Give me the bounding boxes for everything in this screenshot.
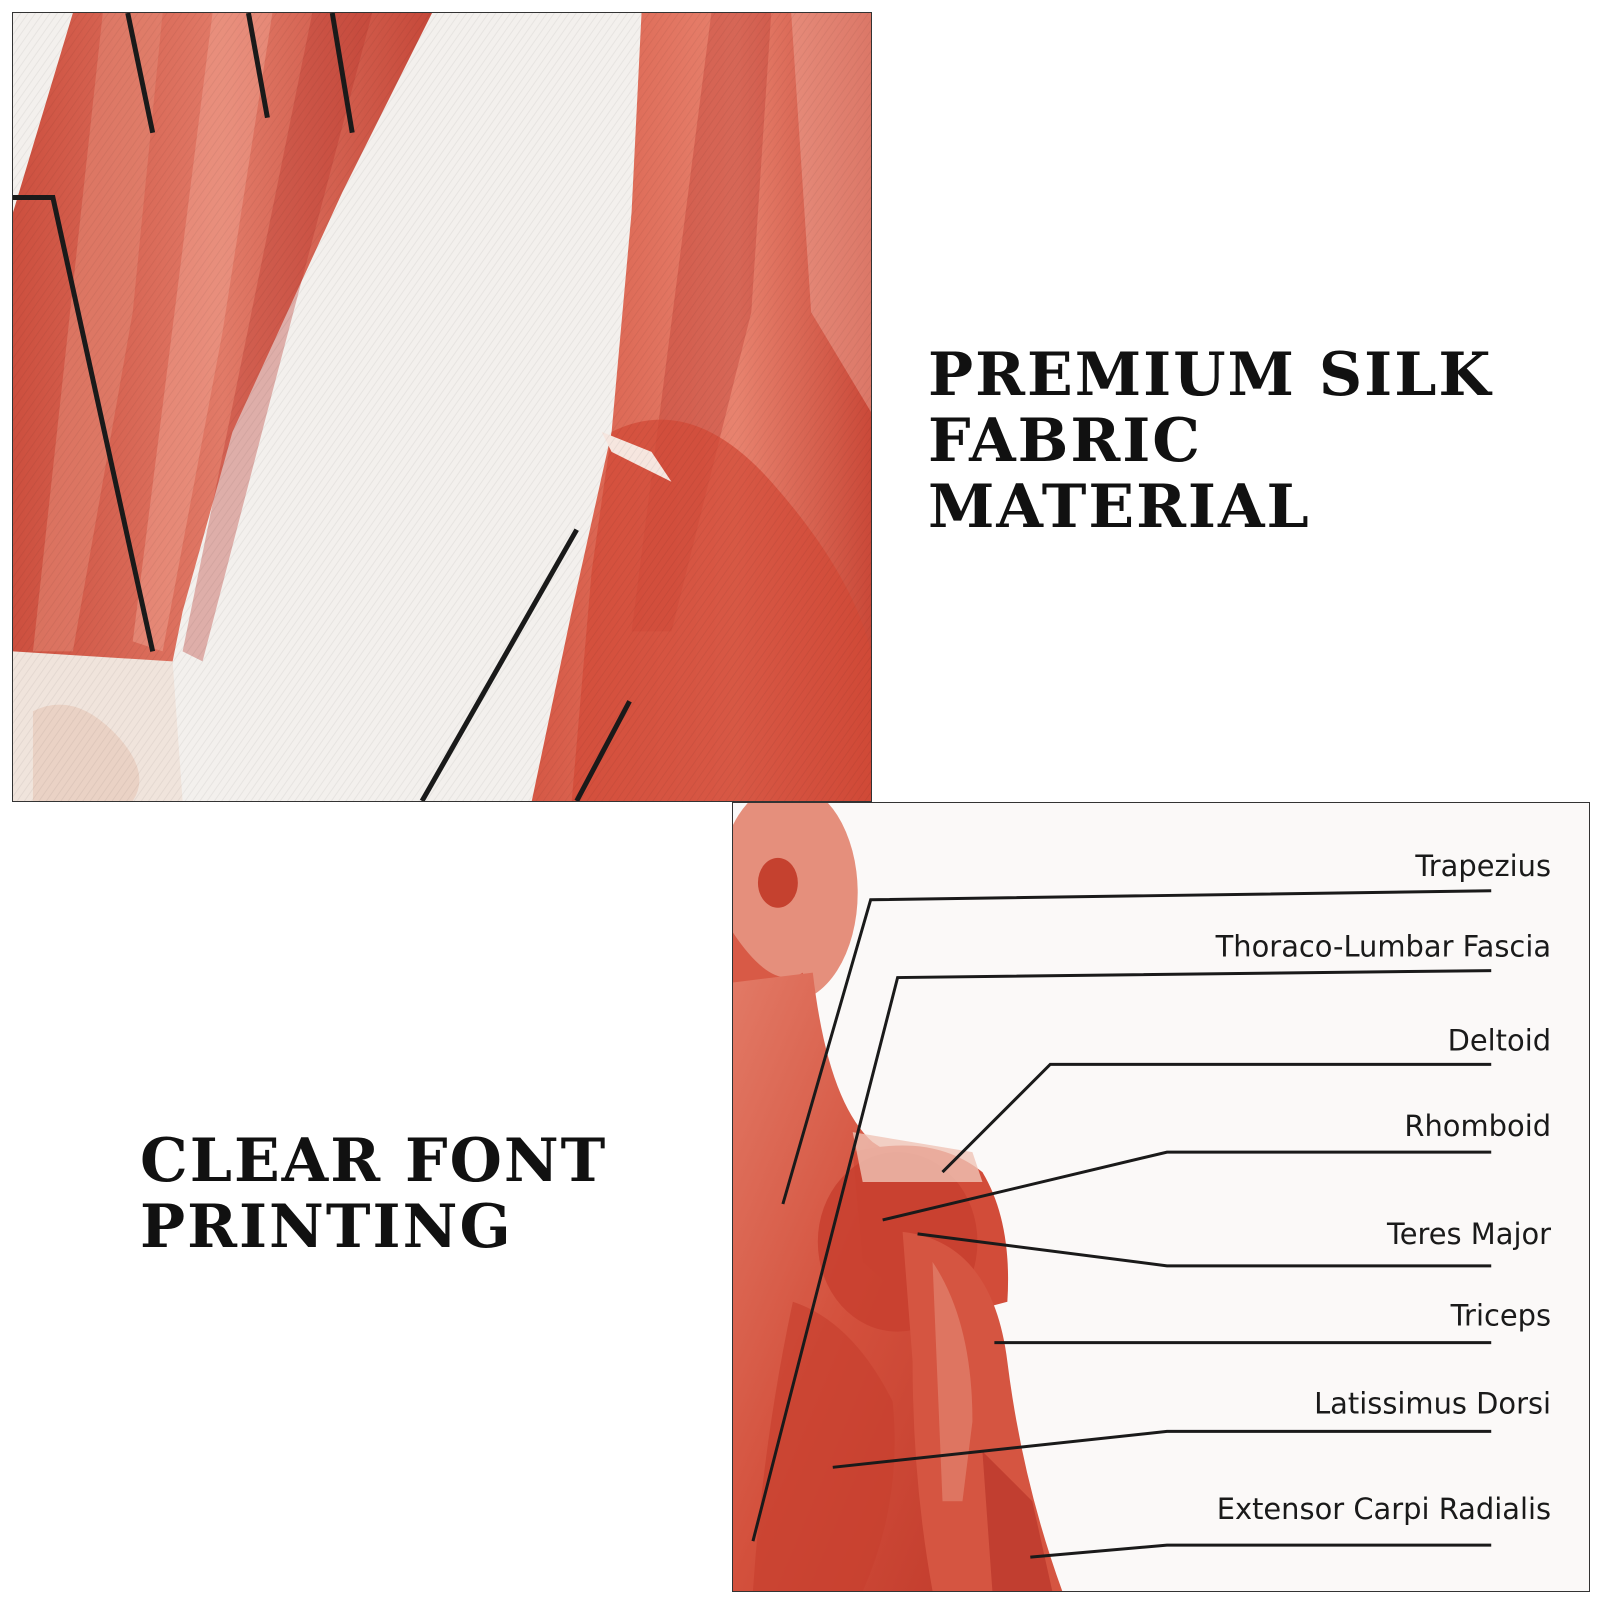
label-text-latissimus-dorsi: Latissimus Dorsi [1314,1386,1551,1420]
label-text-teres-major: Teres Major [1386,1217,1551,1251]
muscle-chart-photo: Trapezius Thoraco-Lumbar Fascia Deltoid … [732,802,1590,1592]
fabric-closeup-illustration [13,13,871,801]
label-text-trapezius: Trapezius [1414,849,1551,883]
fabric-closeup-photo [12,12,872,802]
headline-top-line2: FABRIC MATERIAL [928,406,1311,542]
muscle-chart-illustration: Trapezius Thoraco-Lumbar Fascia Deltoid … [733,803,1589,1591]
label-text-rhomboid: Rhomboid [1404,1109,1551,1143]
muscle-label-extensor-carpi-radialis: Extensor Carpi Radialis [1030,1492,1551,1559]
muscle-label-triceps: Triceps [994,1299,1551,1345]
headline-bottom-line1: CLEAR FONT [140,1126,608,1196]
headline-premium-silk: PREMIUM SILK FABRIC MATERIAL [928,342,1600,540]
label-text-triceps: Triceps [1450,1299,1551,1333]
muscle-label-deltoid: Deltoid [941,1023,1551,1174]
label-text-deltoid: Deltoid [1448,1023,1551,1057]
headline-bottom-line2: PRINTING [140,1192,513,1262]
muscle-label-teres-major: Teres Major [917,1217,1551,1268]
muscle-label-latissimus-dorsi: Latissimus Dorsi [832,1386,1551,1469]
label-text-extensor-carpi-radialis: Extensor Carpi Radialis [1217,1492,1551,1526]
muscle-label-trapezius: Trapezius [781,849,1551,1205]
muscle-label-rhomboid: Rhomboid [882,1109,1551,1222]
headline-clear-font: CLEAR FONT PRINTING [140,1128,607,1260]
label-text-thoraco-lumbar-fascia: Thoraco-Lumbar Fascia [1215,930,1551,964]
headline-top-line1: PREMIUM SILK [928,340,1493,410]
muscle-label-thoraco-lumbar-fascia: Thoraco-Lumbar Fascia [751,930,1551,1542]
